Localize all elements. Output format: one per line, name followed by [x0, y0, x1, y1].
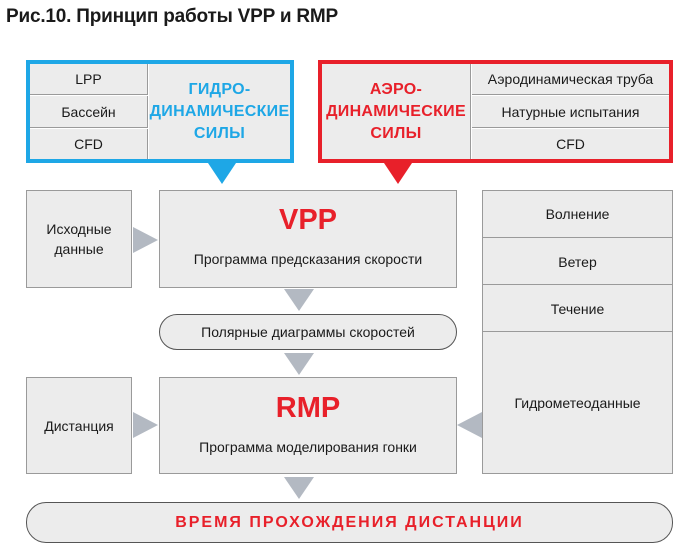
hydrometeo-data-label: Гидрометеоданные — [483, 333, 672, 473]
hydro-item-basin: Бассейн — [30, 96, 148, 128]
hydro-pointer-arrow — [208, 163, 236, 184]
weather-arrow — [457, 412, 482, 438]
vpp-title: VPP — [278, 204, 338, 236]
initial-data-box: Исходные данные — [26, 190, 132, 288]
vpp-to-polar-arrow — [284, 289, 314, 311]
rmp-box: RMP Программа моделирования гонки — [159, 377, 457, 474]
weather-item-wind: Ветер — [483, 239, 672, 285]
hydrodynamic-forces-label: ГИДРО- ДИНАМИЧЕСКИЕ СИЛЫ — [149, 64, 290, 159]
hydro-item-cfd: CFD — [30, 129, 148, 159]
hydro-item-lpp: LPP — [30, 64, 148, 95]
hydrodynamic-forces-frame: LPP Бассейн CFD ГИДРО- ДИНАМИЧЕСКИЕ СИЛЫ — [26, 60, 294, 163]
rmp-title: RMP — [275, 392, 341, 424]
aerodynamic-forces-frame: АЭРО- ДИНАМИЧЕСКИЕ СИЛЫ Аэродинамическая… — [318, 60, 673, 163]
vpp-box: VPP Программа предсказания скорости — [159, 190, 457, 288]
polar-diagrams-pill: Полярные диаграммы скоростей — [159, 314, 457, 350]
aero-item-cfd: CFD — [472, 129, 669, 159]
initial-data-arrow — [133, 227, 158, 253]
figure-title: Рис.10. Принцип работы VPP и RMP — [6, 6, 339, 27]
weather-item-current: Течение — [483, 286, 672, 332]
aero-item-wind-tunnel: Аэродинамическая труба — [472, 64, 669, 95]
polar-to-rmp-arrow — [284, 353, 314, 375]
aero-pointer-arrow — [384, 163, 412, 184]
distance-box: Дистанция — [26, 377, 132, 474]
race-time-result: ВРЕМЯ ПРОХОЖДЕНИЯ ДИСТАНЦИИ — [26, 502, 673, 543]
weather-item-waves: Волнение — [483, 191, 672, 238]
aerodynamic-forces-label: АЭРО- ДИНАМИЧЕСКИЕ СИЛЫ — [322, 64, 471, 159]
hydrometeo-column: Волнение Ветер Течение Гидрометеоданные — [482, 190, 673, 474]
rmp-subtitle: Программа моделирования гонки — [199, 439, 417, 455]
aero-item-full-scale-tests: Натурные испытания — [472, 96, 669, 128]
rmp-to-result-arrow — [284, 477, 314, 499]
distance-arrow — [133, 412, 158, 438]
vpp-subtitle: Программа предсказания скорости — [193, 251, 423, 267]
